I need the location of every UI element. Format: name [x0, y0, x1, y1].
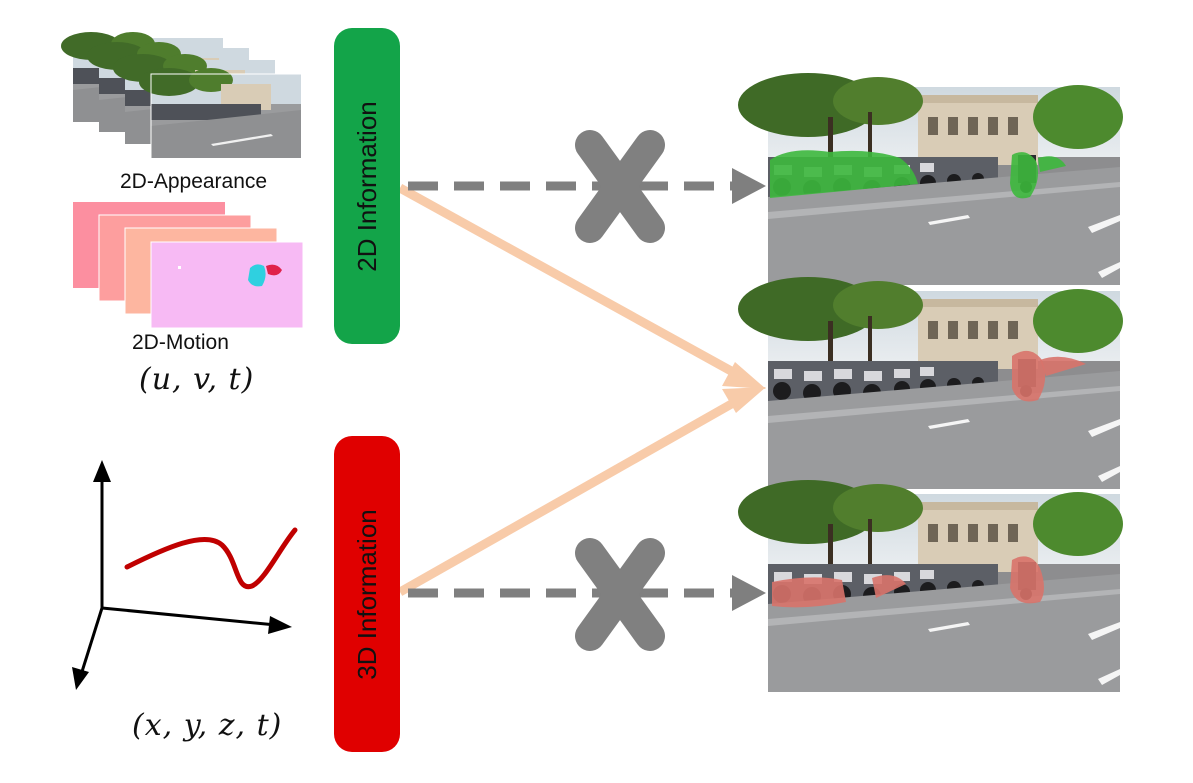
- result-frame-fused: [738, 277, 1123, 489]
- 2d-information-label: 2D Information: [351, 100, 382, 272]
- appearance-frame-stack: [61, 32, 304, 161]
- cross-icon: [575, 130, 665, 243]
- fusion-arrows: [397, 184, 745, 596]
- direct-3d-arrow: [408, 575, 766, 611]
- motion-frame-stack: [73, 202, 304, 329]
- cross-icon: [575, 538, 665, 651]
- 3d-information-label: 3D Information: [351, 508, 382, 680]
- uvt-label: (u, v, t): [139, 362, 255, 397]
- result-frame-2d-only: [738, 73, 1123, 285]
- 2d-information-block: 2D Information: [334, 28, 400, 344]
- 3d-information-block: 3D Information: [334, 436, 400, 752]
- axis-arrowheads: [72, 460, 292, 690]
- fusion-arrowheads: [722, 362, 766, 413]
- result-frame-3d-only: [738, 480, 1123, 692]
- appearance-label: 2D-Appearance: [120, 170, 268, 193]
- motion-label: 2D-Motion: [132, 331, 229, 354]
- xyzt-label: (x, y, z, t): [132, 708, 283, 743]
- trajectory-curve: [124, 527, 298, 590]
- direct-2d-arrow: [408, 168, 766, 204]
- 3d-axes: [78, 478, 277, 679]
